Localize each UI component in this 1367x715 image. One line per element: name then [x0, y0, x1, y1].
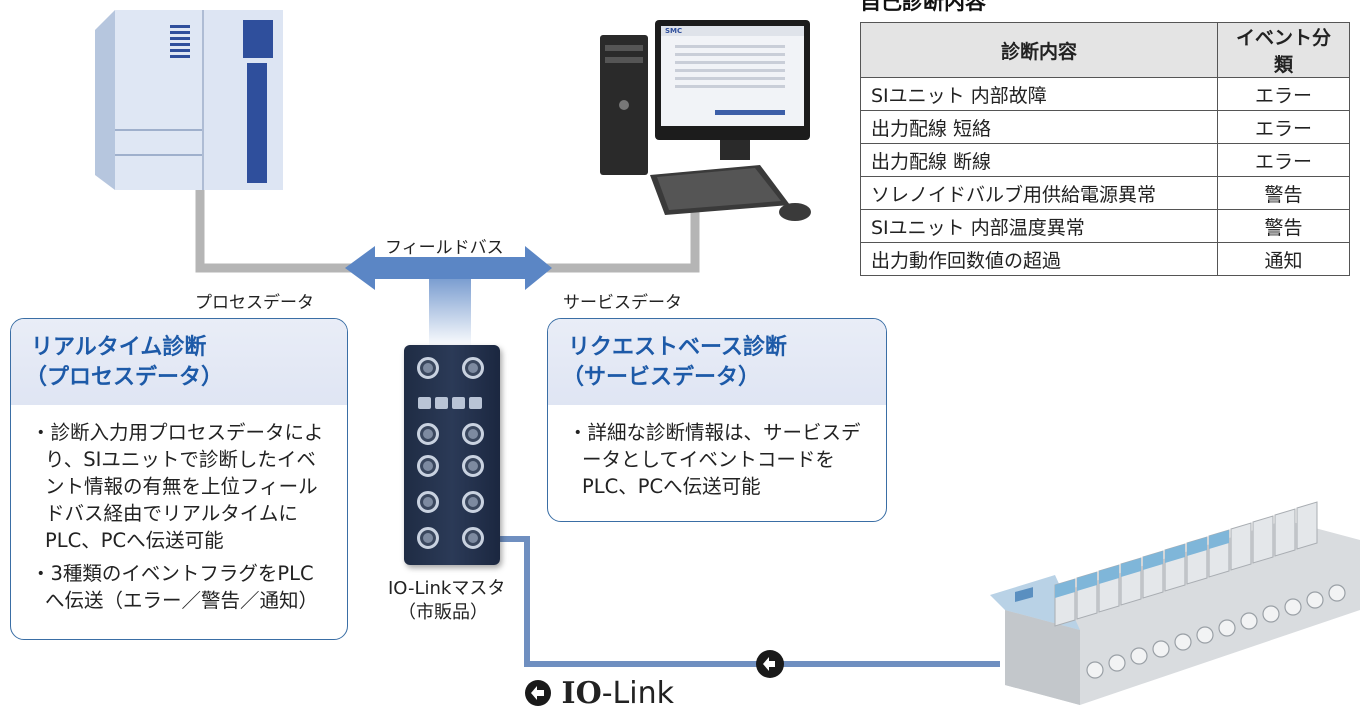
realtime-box-body: ・診断入力用プロセスデータにより、SIユニットで診断したイベント情報の有無を上位… [11, 405, 347, 614]
fieldbus-arrow [345, 246, 552, 290]
realtime-bullet-2: ・3種類のイベントフラグをPLCへ伝送（エラー／警告／通知） [31, 562, 319, 612]
realtime-title-line2: （プロセスデータ） [25, 365, 224, 390]
plc-wire [195, 190, 355, 273]
master-port-icon [462, 423, 484, 445]
table-row: 出力動作回数値の超過 通知 [860, 242, 1350, 276]
iolink-logo: IO-Link [524, 676, 674, 711]
request-diagnosis-box: リクエストベース診断 （サービスデータ） ・詳細な診断情報は、サービスデータとし… [547, 318, 887, 522]
master-port-icon [417, 455, 439, 477]
pc-screen-brand: SMC [665, 27, 683, 35]
table-cell-content: SIユニット 内部温度異常 [860, 209, 1218, 243]
realtime-title-line1: リアルタイム診断 [31, 335, 207, 360]
iolink-logo-rest: -Link [601, 676, 674, 711]
master-port-icon [462, 491, 484, 513]
master-led-icon [469, 397, 482, 409]
table-row: SIユニット 内部故障 エラー [860, 77, 1350, 111]
diagnosis-table: 診断内容 イベント分類 SIユニット 内部故障 エラー 出力配線 短絡 エラー … [860, 22, 1350, 276]
plc-cabinet-image [95, 5, 285, 195]
valve-manifold-image [985, 500, 1365, 712]
table-row: ソレノイドバルブ用供給電源異常 警告 [860, 176, 1350, 210]
pc-image: SMC [595, 15, 815, 225]
table-header-category: イベント分類 [1217, 22, 1350, 78]
master-led-icon [435, 397, 448, 409]
table-header-content: 診断内容 [860, 22, 1218, 78]
realtime-box-title: リアルタイム診断 （プロセスデータ） [11, 319, 347, 405]
request-box-body: ・詳細な診断情報は、サービスデータとしてイベントコードをPLC、PCへ伝送可能 [548, 405, 886, 500]
table-cell-content: ソレノイドバルブ用供給電源異常 [860, 176, 1218, 210]
table-cell-content: SIユニット 内部故障 [860, 77, 1218, 111]
realtime-bullet-1: ・診断入力用プロセスデータにより、SIユニットで診断したイベント情報の有無を上位… [31, 421, 324, 552]
table-cell-content: 出力配線 短絡 [860, 110, 1218, 144]
table-cell-category: 警告 [1217, 176, 1350, 210]
table-title: 自己診断内容 [860, 0, 986, 14]
iolink-cable-mark [756, 650, 784, 678]
table-row: SIユニット 内部温度異常 警告 [860, 209, 1350, 243]
realtime-diagnosis-box: リアルタイム診断 （プロセスデータ） ・診断入力用プロセスデータにより、SIユニ… [10, 318, 348, 640]
table-row: 出力配線 断線 エラー [860, 143, 1350, 177]
table-cell-content: 出力動作回数値の超過 [860, 242, 1218, 276]
master-port-icon [417, 357, 439, 379]
request-box-title: リクエストベース診断 （サービスデータ） [548, 319, 886, 405]
iolink-logo-icon [525, 680, 551, 706]
iolink-logo-bold: IO [561, 676, 602, 711]
table-header-row: 診断内容 イベント分類 [860, 22, 1350, 78]
process-data-label: プロセスデータ [195, 293, 314, 313]
service-data-label: サービスデータ [563, 293, 682, 313]
fieldbus-label: フィールドバス [385, 238, 504, 258]
request-title-line1: リクエストベース診断 [568, 335, 787, 360]
master-port-icon [417, 527, 439, 549]
table-cell-content: 出力配線 断線 [860, 143, 1218, 177]
master-name-label: IO-Linkマスタ [388, 578, 506, 599]
request-title-line2: （サービスデータ） [562, 365, 761, 390]
master-port-icon [462, 357, 484, 379]
table-cell-category: 通知 [1217, 242, 1350, 276]
master-port-icon [462, 527, 484, 549]
iolink-master-device [404, 345, 500, 565]
pc-wire [540, 200, 700, 273]
master-led-icon [418, 397, 431, 409]
iolink-cable [471, 536, 1000, 667]
table-row: 出力配線 短絡 エラー [860, 110, 1350, 144]
table-cell-category: エラー [1217, 110, 1350, 144]
master-port-icon [417, 423, 439, 445]
table-cell-category: エラー [1217, 143, 1350, 177]
master-port-icon [462, 455, 484, 477]
master-led-icon [452, 397, 465, 409]
table-cell-category: エラー [1217, 77, 1350, 111]
master-note-label: （市販品） [398, 602, 488, 623]
request-bullet-1: ・詳細な診断情報は、サービスデータとしてイベントコードをPLC、PCへ伝送可能 [568, 421, 861, 498]
master-port-icon [417, 491, 439, 513]
table-cell-category: 警告 [1217, 209, 1350, 243]
